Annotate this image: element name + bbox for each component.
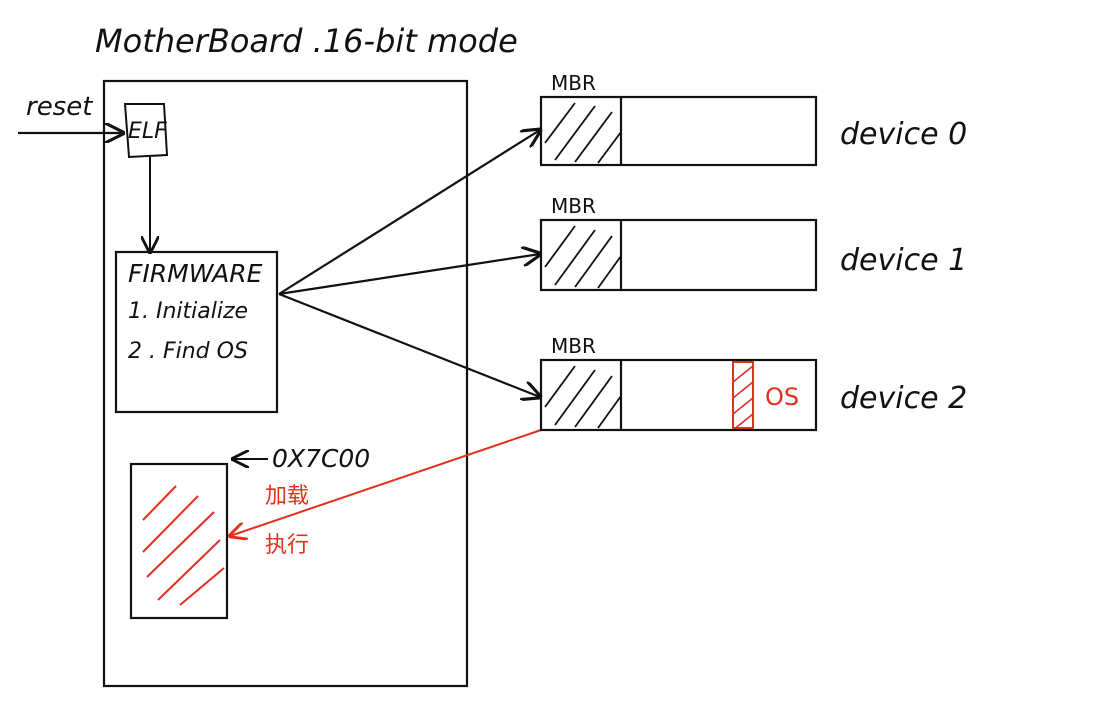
device2-os-label: OS xyxy=(765,383,799,411)
exec-label: 执行 xyxy=(265,533,309,558)
device1-disk xyxy=(539,218,818,292)
firmware-step-1: 1. Initialize xyxy=(128,299,248,324)
device0-name: device 0 xyxy=(840,117,967,152)
firmware-box xyxy=(114,250,279,414)
firmware-step-2: 2 . Find OS xyxy=(128,339,248,364)
address-label: 0X7C00 xyxy=(272,444,370,473)
device1-name: device 1 xyxy=(840,243,967,278)
load-label: 加载 xyxy=(265,484,309,509)
device1-mbr-label: MBR xyxy=(551,194,596,218)
device2-os-hatch xyxy=(733,365,753,428)
diagram-title: MotherBoard .16-bit mode xyxy=(95,22,518,60)
firmware-to-device1-arrow xyxy=(278,254,540,296)
elf-label: ELF xyxy=(128,119,167,144)
memory-region-box xyxy=(129,462,229,620)
device1-mbr-hatch xyxy=(544,225,621,289)
device0-mbr-hatch xyxy=(544,102,621,164)
device2-os-region xyxy=(732,361,754,429)
device2-mbr-label: MBR xyxy=(551,334,596,358)
firmware-to-device0-arrow xyxy=(278,130,540,295)
firmware-title: FIRMWARE xyxy=(128,259,263,288)
memory-region-hatch xyxy=(142,485,225,606)
device2-disk xyxy=(539,358,818,432)
load-mbr-arrow xyxy=(230,429,542,536)
device2-name: device 2 xyxy=(840,381,967,416)
firmware-to-device2-arrow xyxy=(278,292,540,397)
device0-mbr-label: MBR xyxy=(551,71,596,95)
elf-box xyxy=(123,103,169,159)
motherboard-box xyxy=(102,79,469,688)
reset-label: reset xyxy=(26,92,93,122)
device0-disk xyxy=(539,95,818,167)
device2-mbr-hatch xyxy=(544,365,621,429)
